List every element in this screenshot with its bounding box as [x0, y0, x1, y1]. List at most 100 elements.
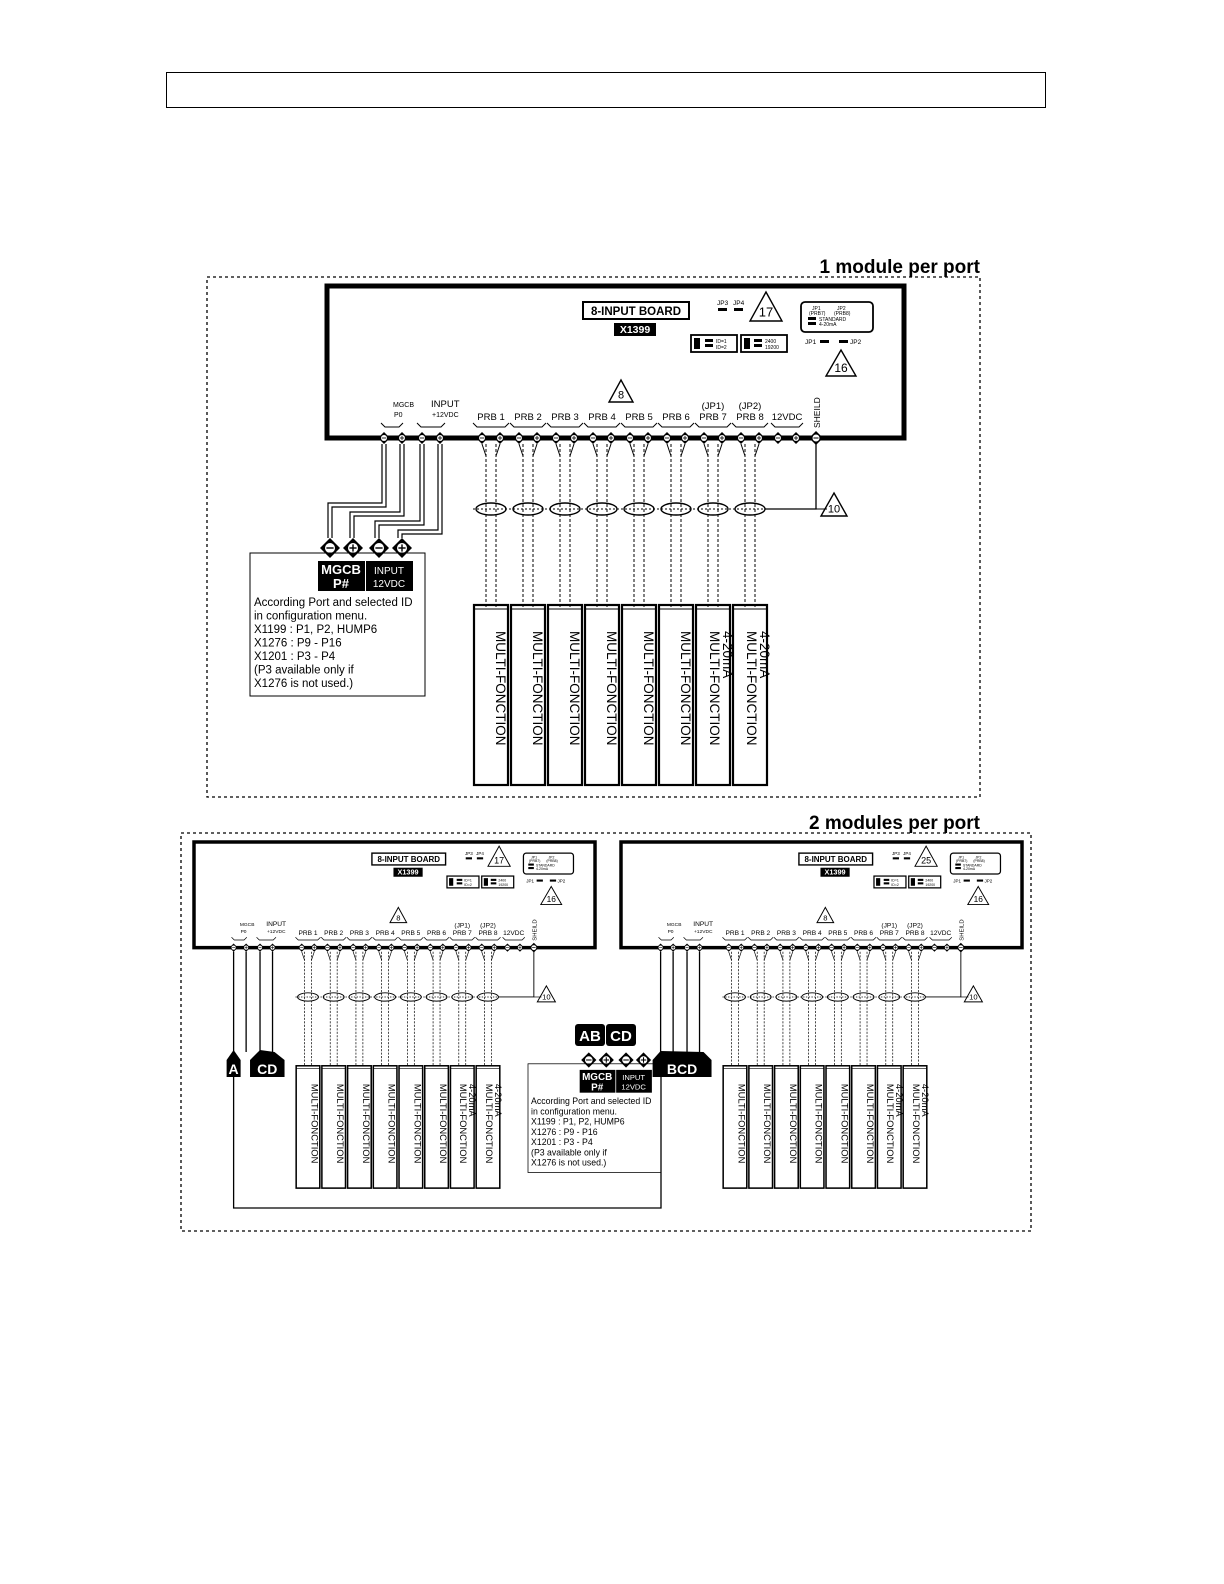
s2r-module-2	[748, 1065, 774, 1189]
s2c-tb-mgcb-block	[579, 1069, 616, 1093]
s2r-board-name-box	[798, 852, 874, 866]
s1-triangle-10	[819, 491, 849, 517]
s1-jp3-jumper	[718, 308, 727, 311]
s1-jp12-mode-2: 4-20mA	[819, 322, 837, 328]
s2r-jp3-option-box	[873, 875, 907, 889]
s1-jp4-option-box	[740, 334, 788, 353]
s1-prb-bracket-4	[583, 422, 621, 428]
s2l-jp4-option-box	[481, 875, 515, 889]
s1-mgcb-bracket	[380, 422, 404, 428]
s2l-prb-bracket-5	[398, 936, 424, 941]
s1-mgcb-p0: P0	[394, 412, 403, 419]
s2l-module-label-1: MULTI-FONCTION	[309, 1084, 319, 1164]
s2l-wire-7a-lead	[455, 951, 460, 961]
s1-wire-5b-lead	[643, 443, 649, 457]
s2l-prb-label-4: PRB 4	[376, 930, 395, 937]
s1-feed-wire-2b	[353, 444, 405, 538]
s2l-wire-1b-lead	[311, 951, 315, 961]
s2r-wire-8b-lead	[918, 951, 922, 961]
s2r-wire-2a-lead	[754, 951, 758, 961]
s2l-module-label-4: MULTI-FONCTION	[387, 1084, 397, 1164]
s2r-module-label-3: MULTI-FONCTION	[788, 1084, 798, 1164]
s2c-tb-box	[527, 1063, 662, 1173]
s1-wire-4b-lead	[606, 443, 612, 457]
s1-module-label-6: MULTI-FONCTION	[678, 631, 693, 746]
s2-tag-bcd-label: BCD	[667, 1061, 697, 1077]
s2l-module-6	[423, 1065, 450, 1189]
s2r-prb-label-1: PRB 1	[725, 930, 744, 937]
s2r-jp4-jumper	[903, 857, 911, 860]
s2l-jp4-opt1-jumper	[490, 878, 497, 881]
s2r-wire-7a-lead	[882, 951, 887, 961]
s1-vdc-bracket	[770, 422, 804, 428]
s2l-prb-bracket-4	[372, 936, 398, 941]
s1-module-sub-8: 4-20mA	[757, 631, 772, 678]
s2r-jp3-opt1: ID=1	[891, 879, 898, 883]
s2r-prb-bracket-6	[850, 936, 877, 941]
s1-tb-mgcb-block	[318, 561, 365, 591]
s2l-prb-bracket-1	[295, 936, 321, 941]
s2l-module-label-6: MULTI-FONCTION	[438, 1084, 448, 1164]
s2r-jp4-label: JP4	[903, 851, 911, 856]
section-2-title: 2 modules per port	[809, 813, 981, 834]
s1-jp4-opt1-jumper	[754, 339, 762, 342]
s1-module-label-2: MULTI-FONCTION	[530, 631, 545, 746]
s1-jp2-prb8: (JP2)	[739, 401, 762, 412]
s2c-tb-input-block	[616, 1069, 652, 1093]
s2r-prb-label-6: PRB 6	[854, 930, 873, 937]
s2r-module-6	[850, 1065, 877, 1189]
s2l-triangle-8-number: 8	[396, 913, 400, 922]
s2r-shield-wire	[925, 951, 962, 998]
s2r-jp2-bottom-jumper	[976, 879, 984, 882]
s2r-jp12-mode1-jumper	[955, 863, 961, 866]
s1-tb-note-3: X1199 : P1, P2, HUMP6	[254, 624, 377, 636]
s1-module-3	[546, 603, 584, 787]
s1-wire-5a-lead	[629, 443, 635, 457]
s2l-module-label-2: MULTI-FONCTION	[335, 1084, 345, 1164]
s1-jp12-mode2-jumper	[808, 322, 816, 325]
s2r-prb-label-4: PRB 4	[803, 930, 822, 937]
s1-tb-note-7: X1276 is not used.)	[254, 678, 353, 690]
s1-triangle-16	[824, 348, 858, 377]
s2r-module-8	[902, 1065, 928, 1189]
s2l-prb-label-1: PRB 1	[298, 930, 317, 937]
s2l-wire-3b-lead	[362, 951, 366, 961]
s2l-jp12-info-box	[522, 852, 575, 875]
s2-tag-a	[226, 1050, 241, 1077]
s2r-triangle-8-number: 8	[823, 913, 827, 922]
s1-jp12-sub-1: (PRB7)	[809, 311, 826, 317]
s1-wire-4a-lead	[592, 443, 598, 457]
s2r-jp1-bottom: JP1	[953, 878, 961, 883]
s2c-tb-note-1: According Port and selected ID	[531, 1096, 651, 1106]
s1-jp3-option-box	[690, 334, 738, 353]
s2l-vdc-bracket	[502, 936, 526, 941]
s1-feed-wire-1a	[327, 444, 383, 538]
s2l-jp3-opt2: ID=2	[464, 883, 471, 887]
s2r-input-label: INPUT	[693, 921, 713, 928]
s2l-jp12-label-1: JP1	[531, 856, 537, 860]
s2r-mgcb-bracket	[658, 936, 675, 941]
s2-tag-cd-label: CD	[257, 1061, 277, 1077]
s2r-wire-1b-lead	[738, 951, 742, 961]
s2l-jp4-option-mark	[483, 878, 488, 886]
s2l-board-name: 8-INPUT BOARD	[377, 855, 440, 864]
s1-wire-6a-lead	[666, 443, 672, 457]
s2r-wire-1a-lead	[728, 951, 732, 961]
s2r-prb-label-7: PRB 7	[880, 930, 899, 937]
s1-tb-input-block	[366, 561, 413, 591]
s2r-jp4-opt1: 2400	[925, 879, 933, 883]
s1-jp4-opt2: 19200	[765, 345, 779, 351]
s2r-vdc-label: 12VDC	[930, 930, 951, 937]
s2l-prb-bracket-8	[475, 936, 501, 941]
s2r-prb-label-2: PRB 2	[751, 930, 770, 937]
s1-feed-wire-4a	[397, 444, 439, 538]
s2l-jp3-opt2-jumper	[456, 882, 463, 885]
s1-jp12-mode-1: STANDARD	[819, 317, 847, 323]
s2l-module-label-8: MULTI-FONCTION	[484, 1084, 494, 1164]
s1-prb-label-3: PRB 3	[551, 412, 578, 423]
s2r-prb-bracket-2	[747, 936, 774, 941]
s1-wire-1b-lead	[495, 443, 501, 457]
s2r-prb-bracket-1	[722, 936, 748, 941]
